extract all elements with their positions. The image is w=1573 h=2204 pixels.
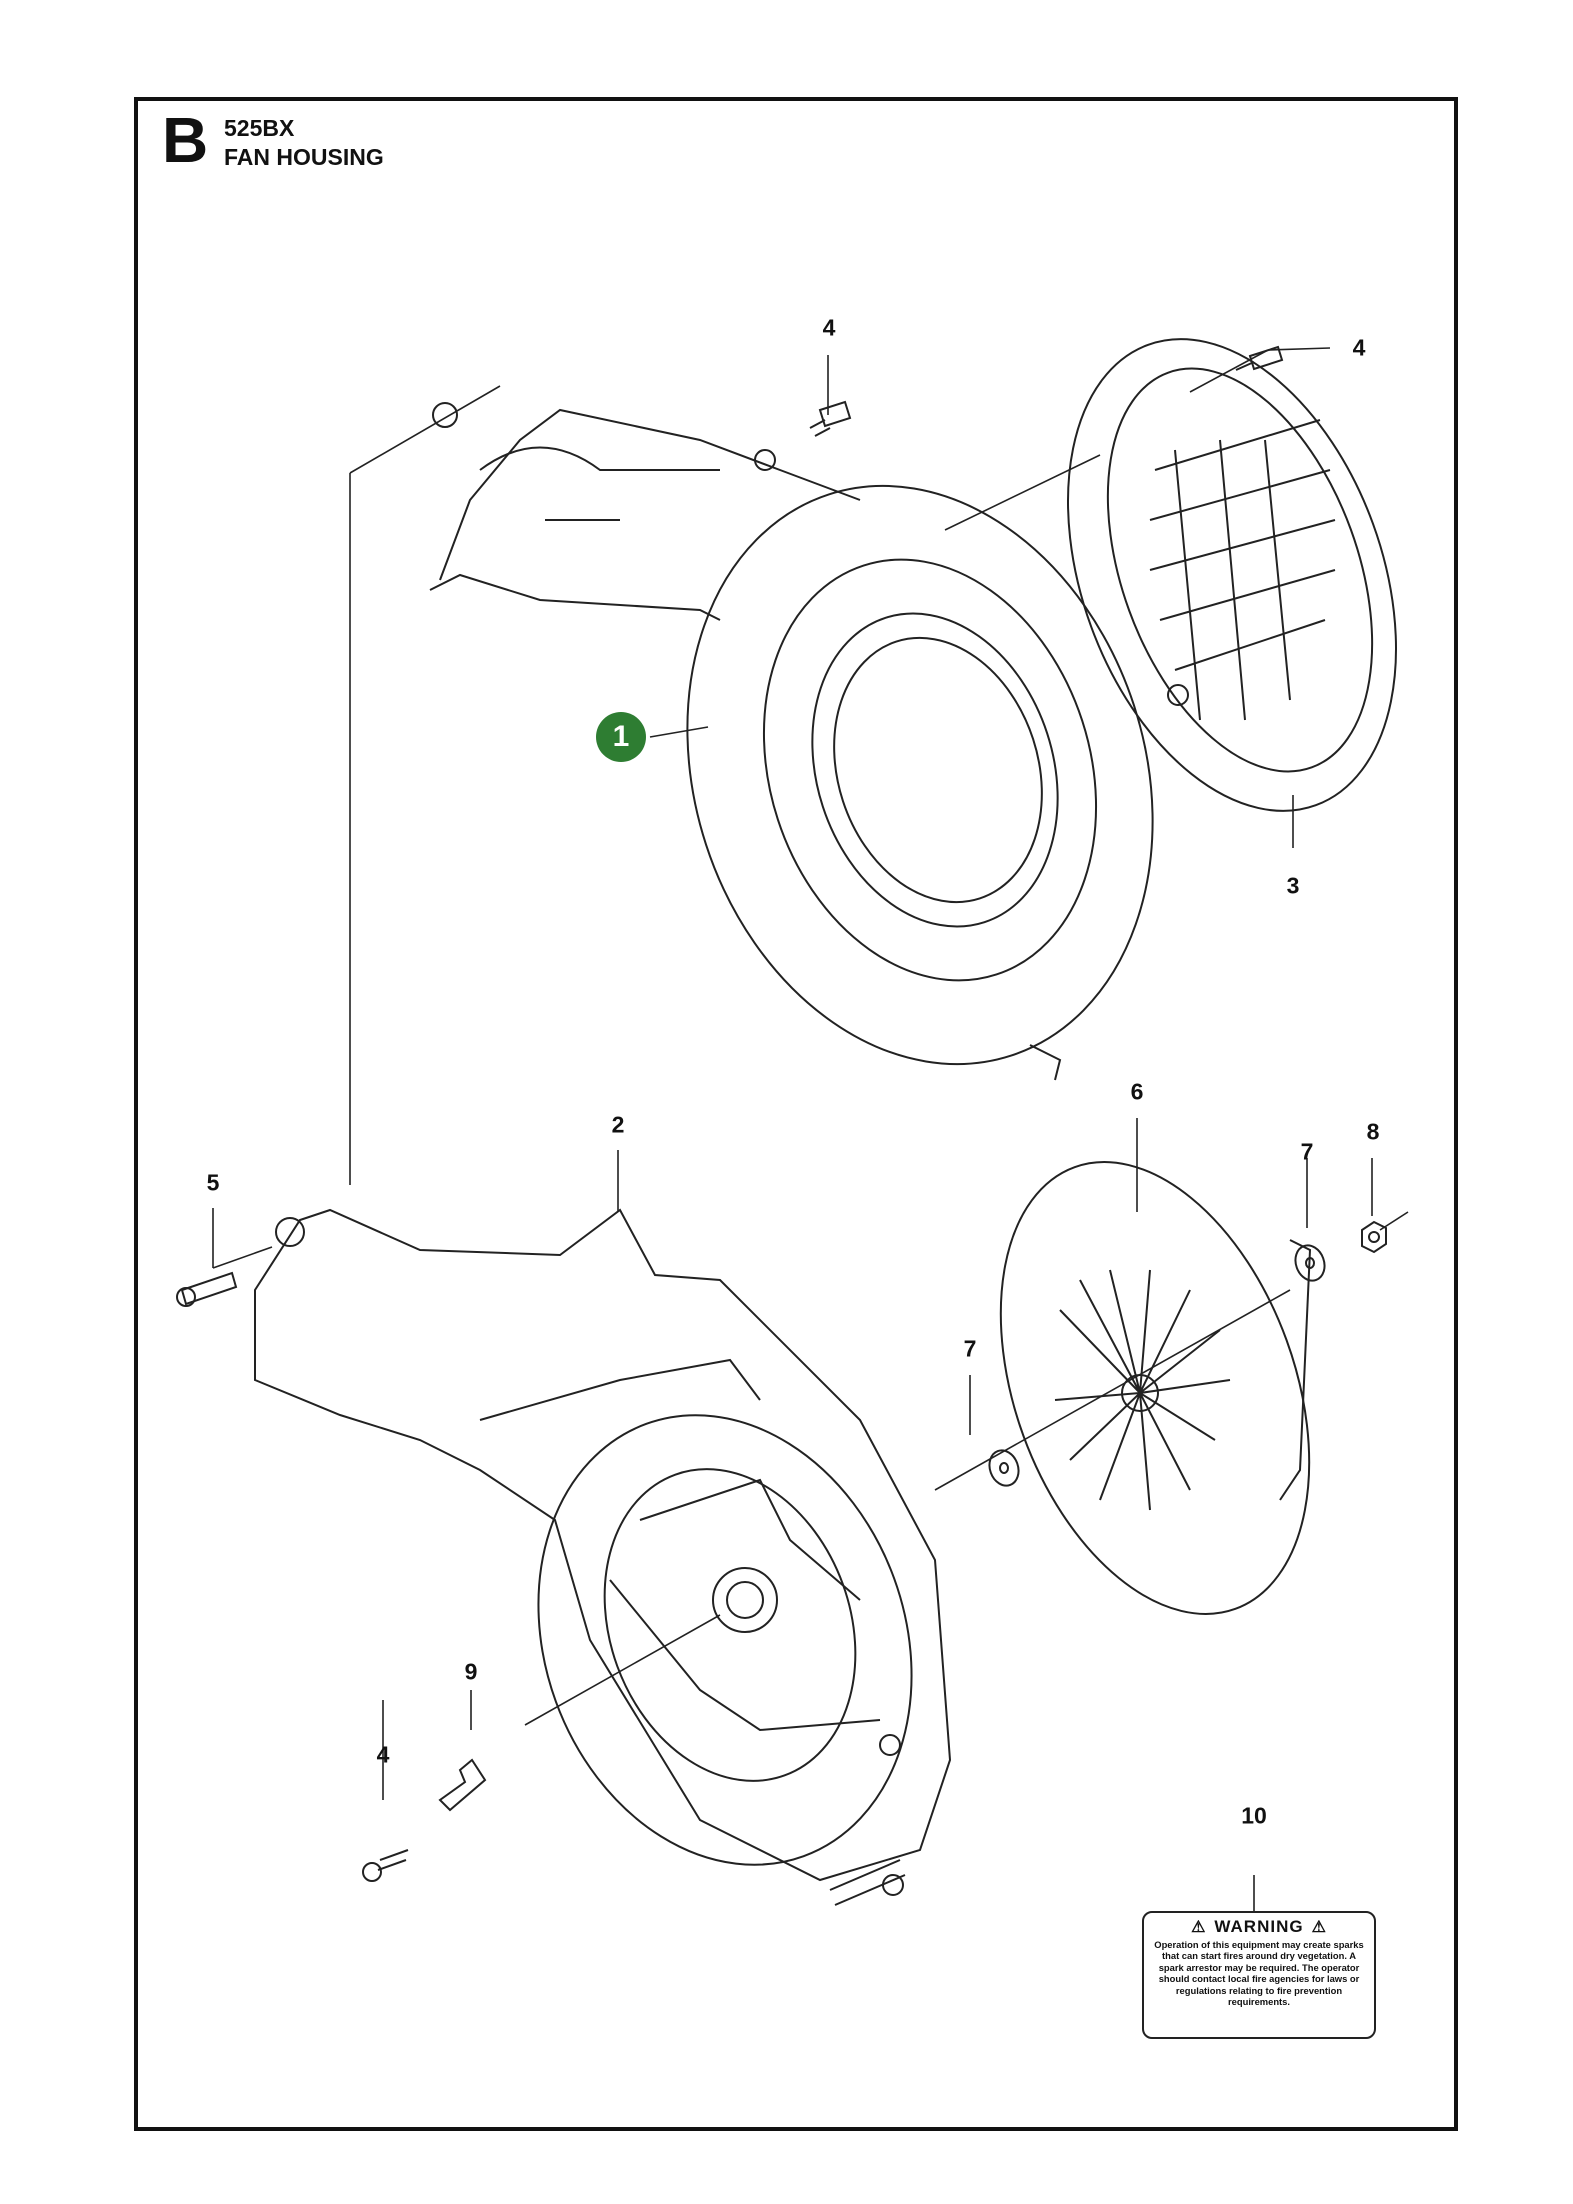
- callout-8: 8: [1366, 1118, 1380, 1145]
- callout-4-bottom: 4: [376, 1741, 390, 1768]
- model-name: 525BX: [224, 115, 295, 141]
- warning-text: Operation of this equipment may create s…: [1154, 1939, 1364, 2008]
- warning-triangle-icon: ⚠: [1191, 1919, 1207, 1936]
- callout-1-badge: 1: [596, 712, 646, 762]
- callout-7-right: 7: [1300, 1138, 1314, 1165]
- washers-and-nut: [988, 1220, 1387, 1487]
- callout-4-grille: 4: [1352, 334, 1366, 361]
- page-title: FAN HOUSING: [224, 144, 384, 170]
- page-frame: [134, 97, 1458, 2131]
- callout-9: 9: [464, 1658, 478, 1685]
- warning-triangle-icon: ⚠: [1311, 1919, 1327, 1936]
- warning-heading: WARNING: [1214, 1917, 1304, 1936]
- screws: [176, 345, 1284, 1882]
- callout-2: 2: [611, 1111, 625, 1138]
- clip-part-9: [438, 1758, 487, 1812]
- callout-6: 6: [1130, 1078, 1144, 1105]
- callout-7-left: 7: [963, 1335, 977, 1362]
- grille-part-3: [1067, 338, 1397, 812]
- leader-lines: [212, 347, 1409, 1912]
- callout-4-top: 4: [822, 314, 836, 341]
- callout-10: 10: [1241, 1802, 1267, 1829]
- callout-3: 3: [1286, 872, 1300, 899]
- section-letter: B: [162, 104, 209, 176]
- warning-label-part-10: ⚠ WARNING ⚠ Operation of this equipment …: [1142, 1911, 1376, 2039]
- fan-wheel-part-6: [999, 1161, 1312, 1615]
- callout-5: 5: [206, 1169, 220, 1196]
- fan-housing-part-2: [254, 1208, 952, 1906]
- fan-cover-part-1: [429, 402, 1154, 1081]
